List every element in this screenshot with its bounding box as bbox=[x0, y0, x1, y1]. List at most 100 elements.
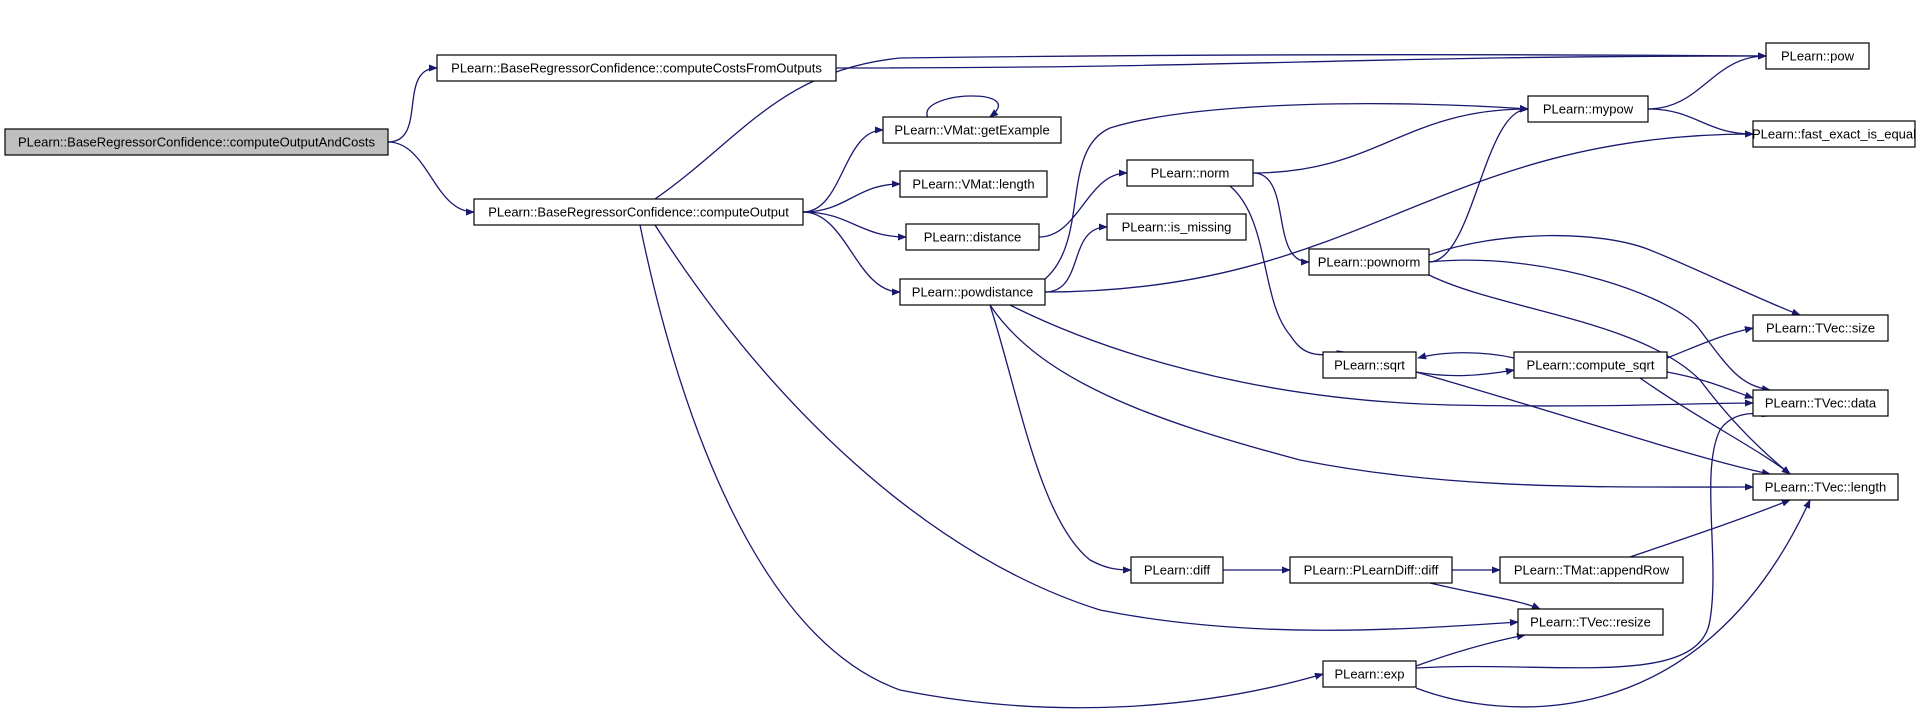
node-co[interactable]: PLearn::BaseRegressorConfidence::compute… bbox=[473, 198, 804, 226]
node-label: PLearn::diff bbox=[1144, 563, 1211, 578]
edge-exp-to-resize bbox=[1415, 633, 1526, 667]
node-ccfo[interactable]: PLearn::BaseRegressorConfidence::compute… bbox=[436, 54, 837, 82]
node-label: PLearn::TMat::appendRow bbox=[1514, 563, 1670, 578]
node-label: PLearn::powdistance bbox=[912, 285, 1033, 300]
node-box[interactable] bbox=[4, 128, 389, 156]
edge-line bbox=[1428, 105, 1529, 263]
edge-pldiff-to-resize bbox=[1429, 582, 1541, 610]
node-resize[interactable]: PLearn::TVec::resize bbox=[1517, 608, 1664, 636]
node-box[interactable] bbox=[905, 223, 1040, 251]
node-box[interactable] bbox=[882, 116, 1062, 144]
edge-line bbox=[802, 126, 884, 213]
edge-line bbox=[989, 304, 1754, 491]
node-label: PLearn::mypow bbox=[1543, 102, 1634, 117]
edge-append-to-tlen bbox=[1629, 499, 1791, 558]
node-box[interactable] bbox=[1130, 556, 1224, 584]
node-vmlen[interactable]: PLearn::VMat::length bbox=[899, 170, 1048, 198]
edge-pownorm-to-mypow bbox=[1428, 105, 1529, 263]
node-csqrt[interactable]: PLearn::compute_sqrt bbox=[1513, 351, 1668, 379]
edge-norm-to-pownorm bbox=[1252, 172, 1310, 266]
node-diff[interactable]: PLearn::diff bbox=[1130, 556, 1224, 584]
node-box[interactable] bbox=[473, 198, 804, 226]
node-pownorm[interactable]: PLearn::pownorm bbox=[1308, 248, 1430, 276]
edge-powdist-to-fexact bbox=[1044, 130, 1754, 293]
node-label: PLearn::is_missing bbox=[1122, 220, 1232, 235]
node-exp[interactable]: PLearn::exp bbox=[1322, 660, 1417, 688]
node-powdist[interactable]: PLearn::powdistance bbox=[899, 278, 1046, 306]
node-label: PLearn::pow bbox=[1781, 49, 1855, 64]
node-label: PLearn::BaseRegressorConfidence::compute… bbox=[451, 61, 822, 76]
edge-line bbox=[989, 304, 1132, 574]
edge-co-to-exp bbox=[639, 224, 1324, 709]
node-box[interactable] bbox=[1322, 660, 1417, 688]
node-norm[interactable]: PLearn::norm bbox=[1126, 159, 1254, 187]
node-label: PLearn::BaseRegressorConfidence::compute… bbox=[488, 205, 789, 220]
node-box[interactable] bbox=[1289, 556, 1453, 584]
node-tsize[interactable]: PLearn::TVec::size bbox=[1752, 314, 1889, 342]
edge-line bbox=[1229, 185, 1346, 358]
node-box[interactable] bbox=[1752, 473, 1899, 501]
edge-csqrt-to-tdata bbox=[1666, 371, 1754, 399]
node-box[interactable] bbox=[1322, 351, 1417, 379]
node-pldiff[interactable]: PLearn::PLearnDiff::diff bbox=[1289, 556, 1453, 584]
edge-co-to-resize bbox=[654, 224, 1519, 631]
edge-line bbox=[654, 224, 1519, 631]
node-box[interactable] bbox=[1765, 42, 1870, 70]
node-box[interactable] bbox=[1106, 213, 1247, 241]
node-getex[interactable]: PLearn::VMat::getExample bbox=[882, 116, 1062, 144]
edge-line bbox=[1429, 582, 1541, 610]
edge-line bbox=[1428, 234, 1801, 316]
node-dist[interactable]: PLearn::distance bbox=[905, 223, 1040, 251]
node-tlen[interactable]: PLearn::TVec::length bbox=[1752, 473, 1899, 501]
node-box[interactable] bbox=[436, 54, 837, 82]
node-box[interactable] bbox=[1517, 608, 1664, 636]
node-box[interactable] bbox=[1499, 556, 1684, 584]
node-box[interactable] bbox=[1513, 351, 1668, 379]
edge-mypow-to-fexact bbox=[1647, 108, 1754, 138]
edge-pownorm-to-tlen bbox=[1428, 274, 1791, 475]
edge-line bbox=[835, 52, 1767, 69]
node-box[interactable] bbox=[1752, 120, 1916, 148]
node-box[interactable] bbox=[899, 278, 1046, 306]
edge-co-to-dist bbox=[802, 211, 907, 241]
edge-line bbox=[1428, 274, 1791, 475]
edge-line bbox=[1038, 169, 1128, 238]
edge-line bbox=[387, 64, 438, 143]
node-label: PLearn::VMat::length bbox=[912, 177, 1034, 192]
edge-line bbox=[1415, 367, 1515, 377]
edge-powdist-to-diff bbox=[989, 304, 1132, 574]
edge-exp-to-tlen bbox=[1415, 499, 1811, 708]
node-box[interactable] bbox=[899, 170, 1048, 198]
edge-line bbox=[1417, 352, 1515, 360]
nodes-layer: PLearn::BaseRegressorConfidence::compute… bbox=[4, 42, 1916, 688]
node-tdata[interactable]: PLearn::TVec::data bbox=[1752, 389, 1889, 417]
node-box[interactable] bbox=[1752, 389, 1889, 417]
edge-co-to-vmlen bbox=[802, 180, 901, 213]
edge-line bbox=[802, 211, 901, 296]
edge-sqrt-to-tlen bbox=[1415, 371, 1771, 476]
node-fexact[interactable]: PLearn::fast_exact_is_equal bbox=[1752, 120, 1916, 148]
edge-pownorm-to-tsize bbox=[1428, 234, 1801, 316]
edge-csqrt-to-sqrt bbox=[1417, 352, 1515, 360]
node-box[interactable] bbox=[1126, 159, 1254, 187]
node-append[interactable]: PLearn::TMat::appendRow bbox=[1499, 556, 1684, 584]
node-root[interactable]: PLearn::BaseRegressorConfidence::compute… bbox=[4, 128, 389, 156]
edge-norm-to-sqrt bbox=[1229, 185, 1346, 358]
node-box[interactable] bbox=[1527, 95, 1649, 123]
node-box[interactable] bbox=[1752, 314, 1889, 342]
edge-powdist-to-tlen bbox=[989, 304, 1754, 491]
node-label: PLearn::compute_sqrt bbox=[1527, 358, 1655, 373]
edge-sqrt-to-csqrt bbox=[1415, 367, 1515, 377]
edge-exp-to-tdata bbox=[1415, 410, 1771, 669]
edges-layer bbox=[387, 52, 1811, 709]
node-label: PLearn::VMat::getExample bbox=[894, 123, 1049, 138]
node-sqrt[interactable]: PLearn::sqrt bbox=[1322, 351, 1417, 379]
node-label: PLearn::TVec::size bbox=[1766, 321, 1875, 336]
node-pow[interactable]: PLearn::pow bbox=[1765, 42, 1870, 70]
node-ismiss[interactable]: PLearn::is_missing bbox=[1106, 213, 1247, 241]
edge-getex-to-getex bbox=[926, 95, 1000, 118]
node-box[interactable] bbox=[1308, 248, 1430, 276]
edge-co-to-getex bbox=[802, 126, 884, 213]
node-mypow[interactable]: PLearn::mypow bbox=[1527, 95, 1649, 123]
